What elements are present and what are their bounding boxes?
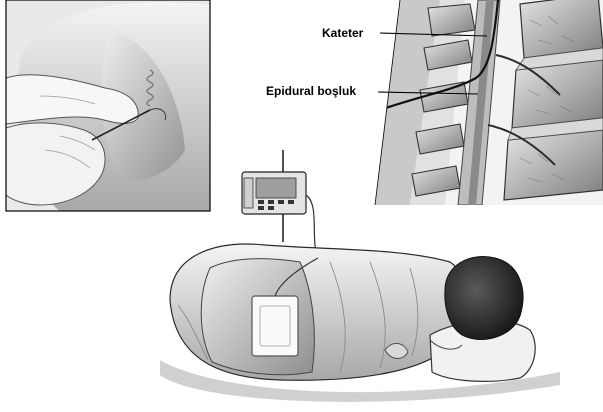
catheter-dressing <box>252 296 298 356</box>
epidural-space-label: Epidural boşluk <box>266 84 356 98</box>
spine-cross-section-panel <box>375 0 603 205</box>
patient-lying-on-side <box>160 244 560 402</box>
patient-head <box>445 257 523 340</box>
catheter-label: Kateter <box>322 26 364 40</box>
infusion-pump <box>242 150 318 258</box>
insertion-closeup-panel <box>6 0 210 211</box>
pump-display <box>256 178 296 198</box>
